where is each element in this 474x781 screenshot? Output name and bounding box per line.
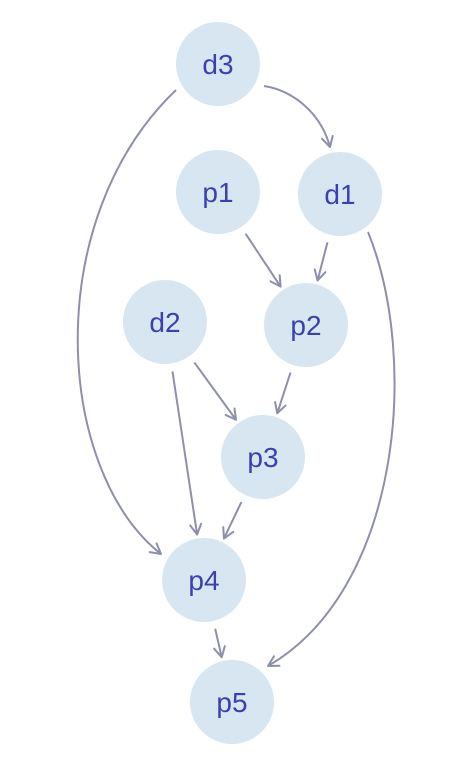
nodes-layer: d3 p1 d1 d2 p2 p3 p4 p5	[123, 22, 382, 744]
edge-p4-to-p5-arrowhead	[213, 645, 226, 659]
edge-d3-to-p4	[76, 89, 177, 555]
node-d1: d1	[298, 152, 382, 236]
edge-d3-to-d1	[263, 85, 334, 148]
edge-d3-to-d1-arrowhead	[321, 134, 334, 148]
node-p2-circle	[264, 283, 348, 367]
edge-p1-to-p2	[244, 233, 282, 288]
edges-layer	[76, 85, 396, 667]
node-d3-label: d3	[202, 49, 233, 80]
edge-d1-to-p2	[313, 242, 329, 282]
edge-d3-to-d1-line	[263, 85, 331, 148]
edge-p2-to-p3-line	[276, 372, 292, 414]
edge-p4-to-p5-line	[214, 628, 223, 658]
edge-p3-to-p4	[222, 501, 243, 540]
node-p4: p4	[162, 538, 246, 622]
edge-d3-to-p4-arrowhead	[148, 542, 162, 555]
edge-d1-to-p5	[267, 231, 396, 667]
edge-d3-to-p4-line	[76, 89, 177, 555]
edge-p2-to-p3	[274, 372, 292, 415]
node-p3: p3	[221, 415, 305, 499]
edge-d1-to-p2-line	[316, 242, 329, 281]
edge-p1-to-p2-arrowhead	[269, 274, 282, 288]
node-p5-label: p5	[216, 687, 247, 718]
edge-d2-to-p4-arrowhead	[189, 522, 203, 536]
node-p3-label: p3	[247, 442, 278, 473]
edge-d1-to-p5-line	[267, 231, 396, 667]
node-p1-circle	[176, 150, 260, 234]
node-p2: p2	[264, 283, 348, 367]
edge-d2-to-p4	[171, 371, 203, 536]
node-p4-circle	[162, 538, 246, 622]
node-p2-label: p2	[290, 310, 321, 341]
edge-d2-to-p3-arrowhead	[224, 407, 237, 421]
node-p1-label: p1	[202, 177, 233, 208]
node-p1: p1	[176, 150, 260, 234]
node-d3-circle	[176, 22, 260, 106]
node-p4-label: p4	[188, 565, 219, 596]
edge-p3-to-p4-line	[222, 501, 243, 539]
edge-d1-to-p2-arrowhead	[313, 268, 327, 282]
edge-d2-to-p3	[193, 361, 237, 421]
node-d1-label: d1	[324, 179, 355, 210]
edge-p3-to-p4-arrowhead	[222, 526, 235, 540]
node-p3-circle	[221, 415, 305, 499]
edge-p1-to-p2-line	[244, 233, 282, 288]
node-d2-label: d2	[149, 307, 180, 338]
node-d2-circle	[123, 280, 207, 364]
edge-d2-to-p4-line	[171, 371, 199, 535]
edge-p2-to-p3-arrowhead	[274, 401, 287, 415]
node-p5-circle	[190, 660, 274, 744]
edge-p4-to-p5	[213, 628, 226, 659]
node-p5: p5	[190, 660, 274, 744]
node-d2: d2	[123, 280, 207, 364]
edge-d1-to-p5-arrowhead	[267, 655, 281, 667]
edge-d2-to-p3-line	[193, 361, 237, 421]
node-d3: d3	[176, 22, 260, 106]
node-d1-circle	[298, 152, 382, 236]
